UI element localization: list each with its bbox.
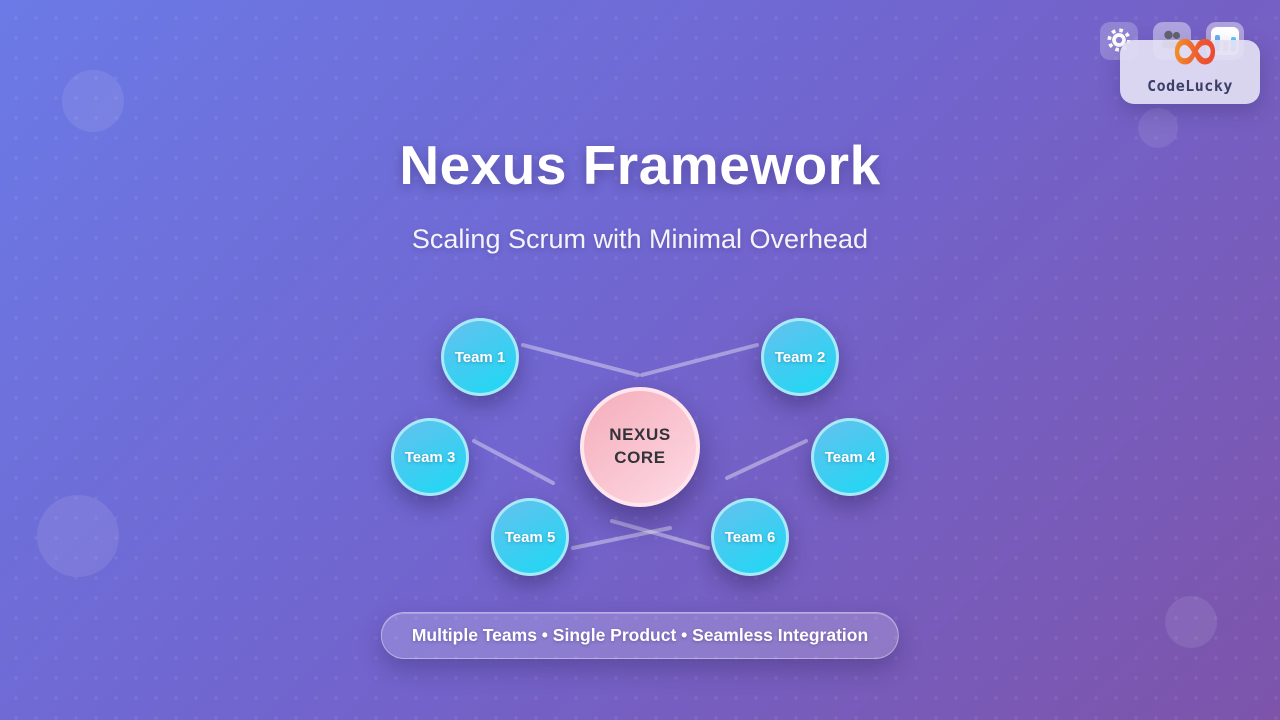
page-subtitle: Scaling Scrum with Minimal Overhead xyxy=(411,224,869,254)
core-label-line2: CORE xyxy=(614,448,666,467)
team-1-node: Team 1 xyxy=(441,318,519,396)
team-4-label: Team 4 xyxy=(824,448,876,466)
team-4-node: Team 4 xyxy=(811,418,889,496)
decor-circle xyxy=(62,70,124,132)
decor-circle xyxy=(1165,596,1217,648)
team-3-node: Team 3 xyxy=(391,418,469,496)
decor-circle xyxy=(37,495,119,577)
decor-circle xyxy=(1138,108,1178,148)
team-2-node: Team 2 xyxy=(761,318,839,396)
team-6-node: Team 6 xyxy=(711,498,789,576)
team-1-label: Team 1 xyxy=(454,348,506,366)
infinity-logo-icon: ∞ xyxy=(1155,18,1235,80)
gear-icon xyxy=(1106,27,1132,56)
team-6-label: Team 6 xyxy=(724,528,776,546)
page-title: Nexus Framework xyxy=(399,134,881,196)
brand-name: CodeLucky xyxy=(1147,77,1233,95)
team-3-label: Team 3 xyxy=(404,448,456,466)
core-label-line1: NEXUS xyxy=(609,425,671,445)
team-5-label: Team 5 xyxy=(504,528,556,546)
codelucky-watermark-panel xyxy=(1120,40,1260,104)
team-2-label: Team 2 xyxy=(774,348,826,366)
team-5-node: Team 5 xyxy=(491,498,569,576)
nexus-core-node: NEXUS CORE xyxy=(580,387,700,507)
footer-pill: Multiple Teams • Single Product • Seamle… xyxy=(380,612,900,659)
